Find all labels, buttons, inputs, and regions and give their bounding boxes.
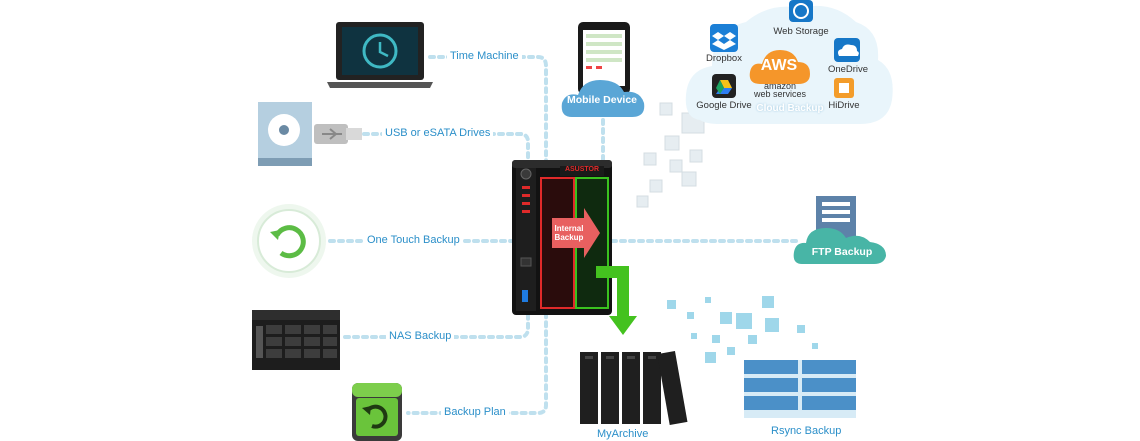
nas-server-icon — [252, 310, 340, 370]
web-storage-icon — [789, 0, 813, 22]
internal-backup-line1: Internal — [554, 224, 584, 233]
onedrive-icon — [834, 38, 860, 62]
aws-logo-text: AWS — [760, 57, 798, 74]
backup-plan-icon — [352, 383, 402, 441]
web-storage-label: Web Storage — [773, 26, 829, 37]
cloud-backup-label: Cloud Backup — [756, 103, 824, 114]
dropbox-label: Dropbox — [706, 53, 742, 64]
rsync-servers-icon — [744, 360, 856, 418]
dropbox-icon — [710, 24, 738, 52]
internal-backup-line2: Backup — [554, 233, 584, 242]
one-touch-icon — [252, 204, 326, 278]
archive-arrow — [596, 266, 637, 335]
one-touch-label: One Touch Backup — [364, 234, 463, 246]
mobile-phone-icon — [578, 22, 630, 94]
internal-backup-arrow — [552, 208, 600, 258]
mobile-cloud — [561, 80, 645, 117]
onedrive-label: OneDrive — [827, 64, 869, 75]
aws-line1: amazon — [763, 81, 797, 91]
nas-brand-label: ASUSTOR — [564, 166, 600, 173]
ftp-backup-label: FTP Backup — [811, 246, 873, 258]
aws-logo-icon — [749, 50, 810, 84]
teal-squares — [667, 296, 818, 363]
floating-cubes — [636, 102, 705, 208]
rsync-backup-label: Rsync Backup — [771, 425, 842, 437]
hidrive-label: HiDrive — [828, 100, 860, 111]
hard-drive-icon — [258, 102, 312, 166]
google-drive-label: Google Drive — [696, 100, 752, 111]
nas-backup-label: NAS Backup — [386, 330, 455, 342]
mobile-device-label: Mobile Device — [566, 94, 638, 106]
myarchive-label: MyArchive — [597, 428, 649, 440]
usb-esata-label: USB or eSATA Drives — [382, 127, 494, 139]
time-machine-label: Time Machine — [447, 50, 522, 62]
aws-line2: web services — [753, 89, 807, 99]
laptop-icon — [327, 22, 433, 88]
myarchive-drives-icon — [580, 350, 688, 425]
ftp-cloud — [793, 228, 886, 264]
hidrive-icon — [834, 78, 854, 98]
usb-stick-icon — [314, 124, 362, 144]
backup-plan-label: Backup Plan — [441, 406, 509, 418]
google-drive-icon — [712, 74, 736, 98]
